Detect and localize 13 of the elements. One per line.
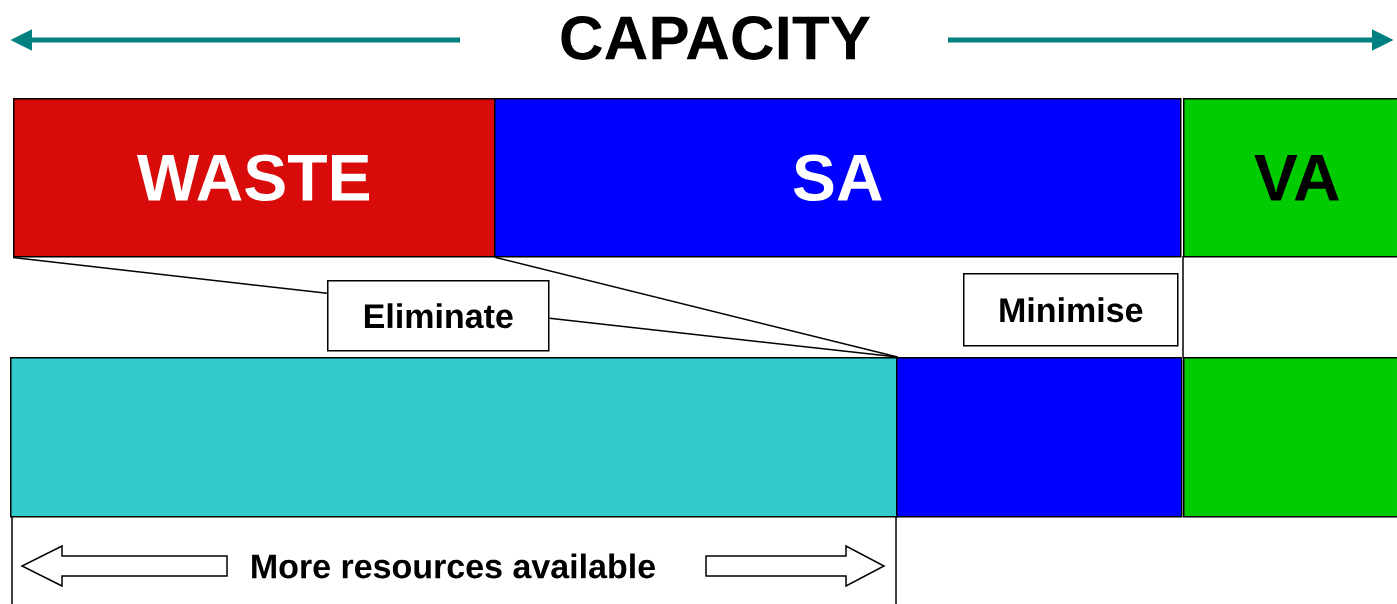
bar-segment: VA xyxy=(1183,98,1397,258)
dimension-label: More resources available xyxy=(252,553,655,579)
bar-segment xyxy=(1183,357,1397,518)
bar-segment xyxy=(10,357,898,518)
bar-segment xyxy=(896,357,1183,518)
label-box: Eliminate xyxy=(327,280,550,352)
connector-line xyxy=(12,256,328,294)
title: CAPACITY xyxy=(561,16,871,60)
connector-line xyxy=(494,256,899,358)
connector-line xyxy=(548,317,899,358)
bar-segment: SA xyxy=(494,98,1182,258)
waste-bar: WASTE xyxy=(13,98,496,258)
label-box: Minimise xyxy=(963,273,1179,347)
